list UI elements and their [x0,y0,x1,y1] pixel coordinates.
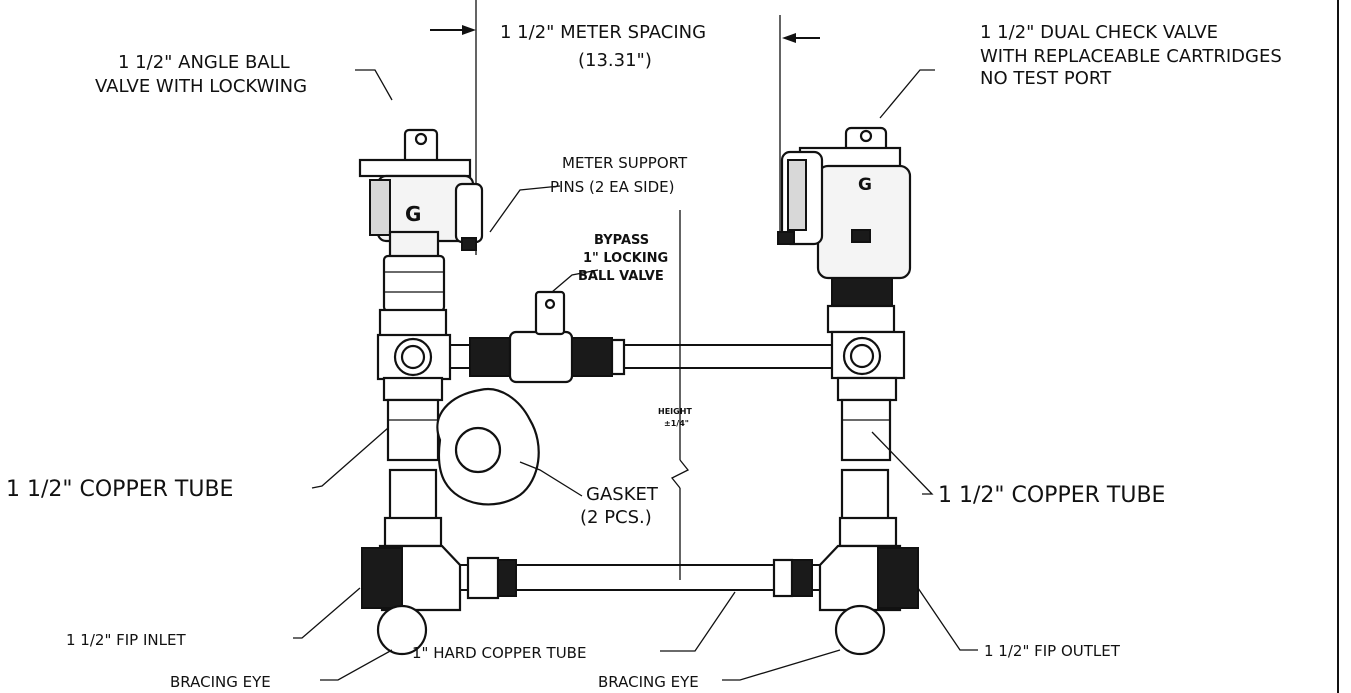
fip-outlet-label: 1 1/2" FIP OUTLET [984,642,1121,660]
angle-valve-label: 1 1/2" ANGLE BALL [118,52,290,73]
valve-mark-left: G [405,202,421,226]
height-dimension [670,210,690,580]
dual-check-valve: G [777,126,912,334]
check-valve-label-2: WITH REPLACEABLE CARTRIDGES [980,46,1282,67]
bypass-label-3: BALL VALVE [578,269,664,284]
bypass-label-2: 1" LOCKING [583,251,668,266]
bypass-label: BYPASS [594,233,649,248]
right-lower-tube [840,468,890,522]
height-tolerance: ±1/4" [664,419,689,428]
angle-ball-valve: G [358,128,484,313]
angle-valve-label-2: VALVE WITH LOCKWING [95,76,307,97]
left-elbow [361,516,462,656]
hard-copper-label: 1" HARD COPPER TUBE [412,644,586,662]
gasket-count: (2 PCS.) [580,507,652,528]
gasket-label: GASKET [586,484,659,505]
meter-spacing-label: 1 1/2" METER SPACING [500,22,706,43]
copper-tube-right-label: 1 1/2" COPPER TUBE [938,483,1165,508]
support-pins-label: METER SUPPORT [562,154,688,172]
bracing-eye-right-label: BRACING EYE [598,673,699,691]
height-label: HEIGHT [658,407,692,416]
copper-tube-left-label: 1 1/2" COPPER TUBE [6,477,233,502]
support-pins-label-2: PINS (2 EA SIDE) [550,178,674,196]
left-lower-tube [388,468,438,522]
gasket [436,387,540,506]
leader-lines [293,69,978,681]
right-elbow [818,516,919,656]
right-tee [830,330,906,402]
check-valve-label-3: NO TEST PORT [980,68,1112,89]
left-upper-tube [386,398,440,462]
valve-mark-right: G [858,175,872,195]
bypass-ball-valve [469,290,626,384]
labels: 1 1/2" METER SPACING (13.31") 1 1/2" ANG… [6,22,1282,691]
fip-inlet-label: 1 1/2" FIP INLET [66,631,186,649]
right-upper-tube [840,398,892,462]
bracing-eye-left-label: BRACING EYE [170,673,271,691]
bottom-pipe [460,556,820,600]
left-tee [376,308,452,402]
check-valve-label: 1 1/2" DUAL CHECK VALVE [980,22,1218,43]
meter-spacing-value: (13.31") [578,50,652,71]
